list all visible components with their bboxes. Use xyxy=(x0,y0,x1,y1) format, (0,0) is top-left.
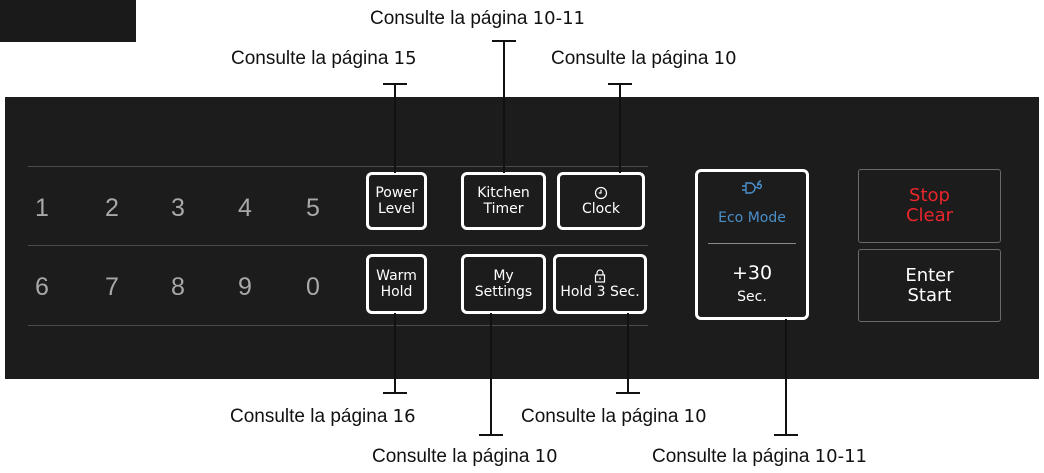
clock-icon xyxy=(594,186,608,199)
callout-power-level-page: 15 xyxy=(393,48,417,69)
my-settings-label-2: Settings xyxy=(474,284,533,300)
callout-kitchen-timer-page: 10-11 xyxy=(532,8,585,29)
callout-eco-plus30-text: Consulte la página xyxy=(652,446,810,467)
lock-icon xyxy=(594,268,606,283)
leader-kitchen-timer xyxy=(503,40,505,173)
clock-label: Clock xyxy=(581,200,621,217)
callout-clock: Consulte la página 10 xyxy=(551,48,737,70)
eco-divider xyxy=(708,243,796,244)
child-lock-button[interactable]: Hold 3 Sec. xyxy=(553,254,647,314)
leader-my-settings xyxy=(490,313,492,435)
leader-lock xyxy=(627,313,629,393)
panel-rule-middle xyxy=(28,245,648,246)
leader-lock-cap xyxy=(616,392,640,394)
callout-lock-text: Consulte la página xyxy=(521,406,679,427)
my-settings-button[interactable]: My Settings xyxy=(461,254,546,314)
callout-warm-hold-page: 16 xyxy=(392,406,416,427)
key-1[interactable]: 1 xyxy=(35,194,49,222)
callout-eco-plus30: Consulte la página 10-11 xyxy=(652,446,867,468)
callout-eco-plus30-page: 10-11 xyxy=(814,446,867,467)
leader-kitchen-timer-cap xyxy=(492,40,516,42)
enter-label: Enter xyxy=(905,264,954,286)
kitchen-timer-label-1: Kitchen xyxy=(477,185,530,201)
callout-my-settings: Consulte la página 10 xyxy=(372,446,558,468)
warm-hold-label-2: Hold xyxy=(380,284,413,300)
callout-power-level: Consulte la página 15 xyxy=(231,48,417,70)
callout-lock: Consulte la página 10 xyxy=(521,406,707,428)
leader-warm-hold xyxy=(394,313,396,393)
leader-clock-cap xyxy=(608,83,632,85)
kitchen-timer-button[interactable]: Kitchen Timer xyxy=(461,172,546,230)
clear-label: Clear xyxy=(905,205,954,226)
leader-power-level-cap xyxy=(383,83,407,85)
key-0[interactable]: 0 xyxy=(306,273,320,301)
callout-clock-page: 10 xyxy=(713,48,737,69)
leader-clock xyxy=(619,83,621,173)
eco-mode-plus30-button[interactable]: Eco Mode +30 Sec. xyxy=(695,169,809,320)
warm-hold-label-1: Warm xyxy=(376,268,417,284)
start-label: Start xyxy=(907,284,952,306)
key-3[interactable]: 3 xyxy=(171,194,185,222)
callout-lock-page: 10 xyxy=(683,406,707,427)
warm-hold-button[interactable]: Warm Hold xyxy=(366,254,427,314)
leader-power-level xyxy=(394,83,396,173)
power-level-label-1: Power xyxy=(375,185,418,201)
key-2[interactable]: 2 xyxy=(105,194,119,222)
eco-plug-icon xyxy=(742,180,762,194)
panel-rule-bottom xyxy=(28,325,648,326)
eco-mode-label: Eco Mode xyxy=(718,210,786,226)
stop-label: Stop xyxy=(909,185,950,206)
key-8[interactable]: 8 xyxy=(171,273,185,301)
callout-warm-hold-text: Consulte la página xyxy=(230,406,388,427)
stop-clear-button[interactable]: Stop Clear xyxy=(858,169,1001,243)
callout-power-level-text: Consulte la página xyxy=(231,48,389,69)
callout-my-settings-page: 10 xyxy=(534,446,558,467)
enter-start-button[interactable]: Enter Start xyxy=(858,249,1001,322)
leader-plus30-cap xyxy=(774,434,798,436)
leader-plus30 xyxy=(785,319,787,435)
my-settings-label-1: My xyxy=(493,268,514,284)
callout-kitchen-timer-text: Consulte la página xyxy=(370,8,528,29)
leader-my-settings-cap xyxy=(479,434,503,436)
key-6[interactable]: 6 xyxy=(35,273,49,301)
key-9[interactable]: 9 xyxy=(238,273,252,301)
callout-warm-hold: Consulte la página 16 xyxy=(230,406,416,428)
callout-kitchen-timer: Consulte la página 10-11 xyxy=(370,8,585,30)
power-level-label-2: Level xyxy=(378,201,415,217)
leader-warm-hold-cap xyxy=(383,392,407,394)
control-panel xyxy=(5,97,1039,379)
plus30-sec-label: Sec. xyxy=(737,289,767,305)
key-4[interactable]: 4 xyxy=(238,194,252,222)
panel-rule-top xyxy=(28,166,648,167)
callout-clock-text: Consulte la página xyxy=(551,48,709,69)
power-level-button[interactable]: Power Level xyxy=(366,172,427,230)
plus30-label: +30 xyxy=(731,262,773,284)
key-7[interactable]: 7 xyxy=(105,273,119,301)
key-5[interactable]: 5 xyxy=(306,194,320,222)
clock-button[interactable]: Clock xyxy=(557,172,645,230)
kitchen-timer-label-2: Timer xyxy=(483,201,524,217)
hold-3-sec-label: Hold 3 Sec. xyxy=(560,283,640,300)
corner-block xyxy=(0,0,136,42)
callout-my-settings-text: Consulte la página xyxy=(372,446,530,467)
